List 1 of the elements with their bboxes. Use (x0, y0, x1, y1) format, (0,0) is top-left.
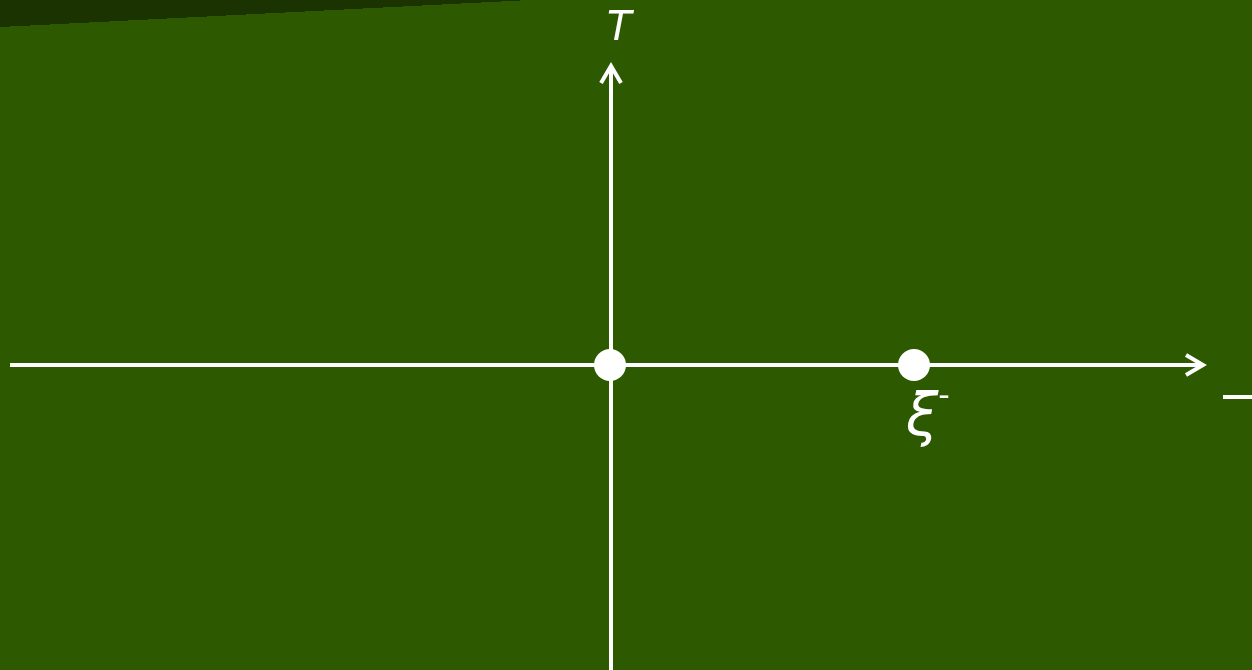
axis-label: T (607, 6, 632, 46)
